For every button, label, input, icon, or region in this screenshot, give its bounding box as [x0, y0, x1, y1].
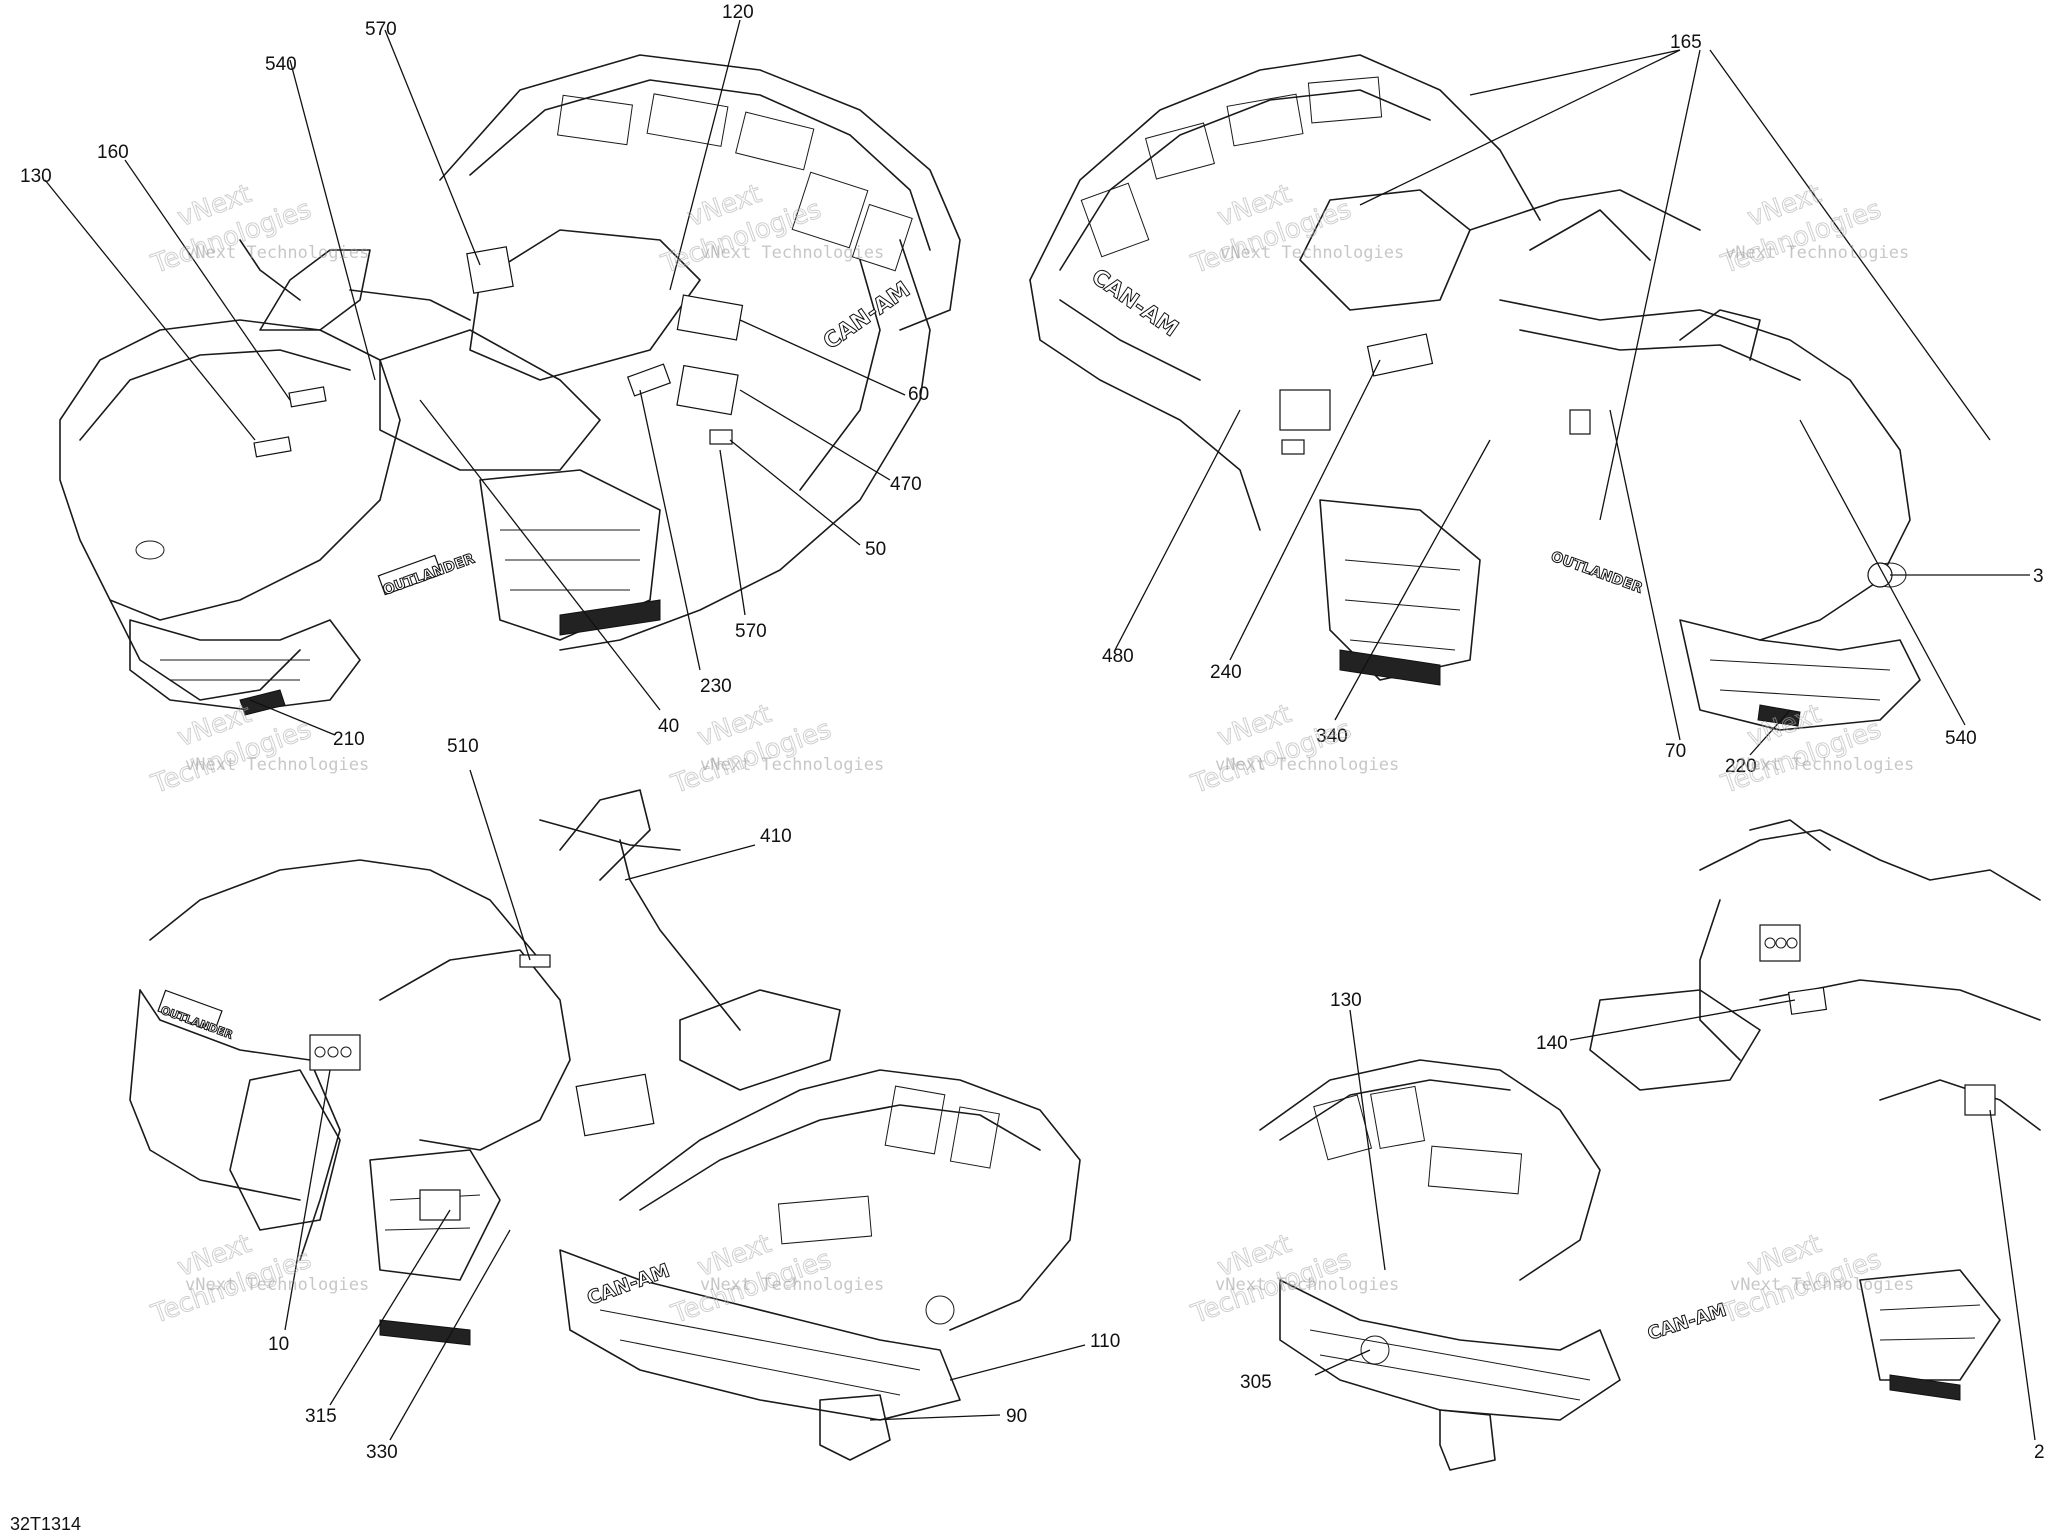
vehicle-view-front-left: CAN-AM OUTLANDER	[59, 54, 961, 716]
callout-480: 480	[1102, 646, 1134, 667]
callout-470: 470	[890, 474, 922, 495]
callout-leaders-q1	[44, 19, 906, 736]
watermark-g: vNext Technologies	[1215, 755, 1399, 775]
callout-labels-q3: 510 410 10 315 330 110 90	[268, 736, 1120, 1463]
callout-40: 40	[658, 716, 679, 737]
callout-160: 160	[97, 142, 129, 163]
watermark-group: vNext Technologies vNext Technologies vN…	[147, 178, 1915, 1330]
callout-leaders-q2	[1114, 49, 2030, 756]
brand-decal-q1: CAN-AM	[819, 277, 915, 355]
callout-leaders-q3	[284, 769, 1086, 1441]
callout-90: 90	[1006, 1406, 1027, 1427]
diagram-code: 32T1314	[10, 1514, 81, 1534]
watermark-a: vNext Technologies	[185, 243, 369, 263]
watermark-i: vNext Technologies	[185, 1275, 369, 1295]
callout-50: 50	[865, 539, 886, 560]
callout-570-a: 570	[365, 19, 397, 40]
callout-labels-q1: 570 120 540 160 130 60 470 50 570 230 21…	[20, 2, 929, 750]
callout-540-a: 540	[265, 54, 297, 75]
callout-130-a: 130	[20, 166, 52, 187]
callout-305: 305	[1240, 1372, 1272, 1393]
callout-510: 510	[447, 736, 479, 757]
callout-410: 410	[760, 826, 792, 847]
callout-220: 220	[1725, 756, 1757, 777]
watermark-f: vNext Technologies	[700, 755, 884, 775]
model-decal-q2: OUTLANDER	[1549, 549, 1645, 597]
callout-2: 2	[2034, 1442, 2045, 1463]
watermark-k: vNext Technologies	[1215, 1275, 1399, 1295]
callout-240: 240	[1210, 662, 1242, 683]
vehicle-view-rear-left: CAN-AM OUTLANDER	[129, 789, 1081, 1461]
brand-decal-q2: CAN-AM	[1087, 264, 1183, 342]
callout-leaders-q4	[1314, 999, 2036, 1441]
callout-110: 110	[1090, 1331, 1120, 1352]
callout-230: 230	[700, 676, 732, 697]
brand-decal-q4: CAN-AM	[1645, 1300, 1729, 1345]
watermark-d: vNext Technologies	[1725, 243, 1909, 263]
watermark-c: vNext Technologies	[1220, 243, 1404, 263]
vehicle-view-rear-right-low: CAN-AM	[1259, 819, 2041, 1471]
callout-340: 340	[1316, 726, 1348, 747]
callout-labels-q4: 130 140 305 2	[1240, 990, 2045, 1463]
callout-120: 120	[722, 2, 754, 23]
callout-540-b: 540	[1945, 728, 1977, 749]
watermark-h: vNext Technologies	[1730, 755, 1914, 775]
watermark-b: vNext Technologies	[700, 243, 884, 263]
callout-70: 70	[1665, 741, 1686, 762]
callout-165: 165	[1670, 32, 1702, 53]
callout-130-b: 130	[1330, 990, 1362, 1011]
callout-10: 10	[268, 1334, 289, 1355]
callout-330: 330	[366, 1442, 398, 1463]
watermark-e: vNext Technologies	[185, 755, 369, 775]
brand-decal-q3: CAN-AM	[584, 1260, 672, 1310]
watermark-l: vNext Technologies	[1730, 1275, 1914, 1295]
callout-3: 3	[2033, 566, 2044, 587]
callout-315: 315	[305, 1406, 337, 1427]
callout-140: 140	[1536, 1033, 1568, 1054]
watermark-j: vNext Technologies	[700, 1275, 884, 1295]
callout-60: 60	[908, 384, 929, 405]
callout-210: 210	[333, 729, 365, 750]
callout-570-b: 570	[735, 621, 767, 642]
callout-labels-q2: 165 3 480 240 340 70 220 540	[1102, 32, 2044, 777]
